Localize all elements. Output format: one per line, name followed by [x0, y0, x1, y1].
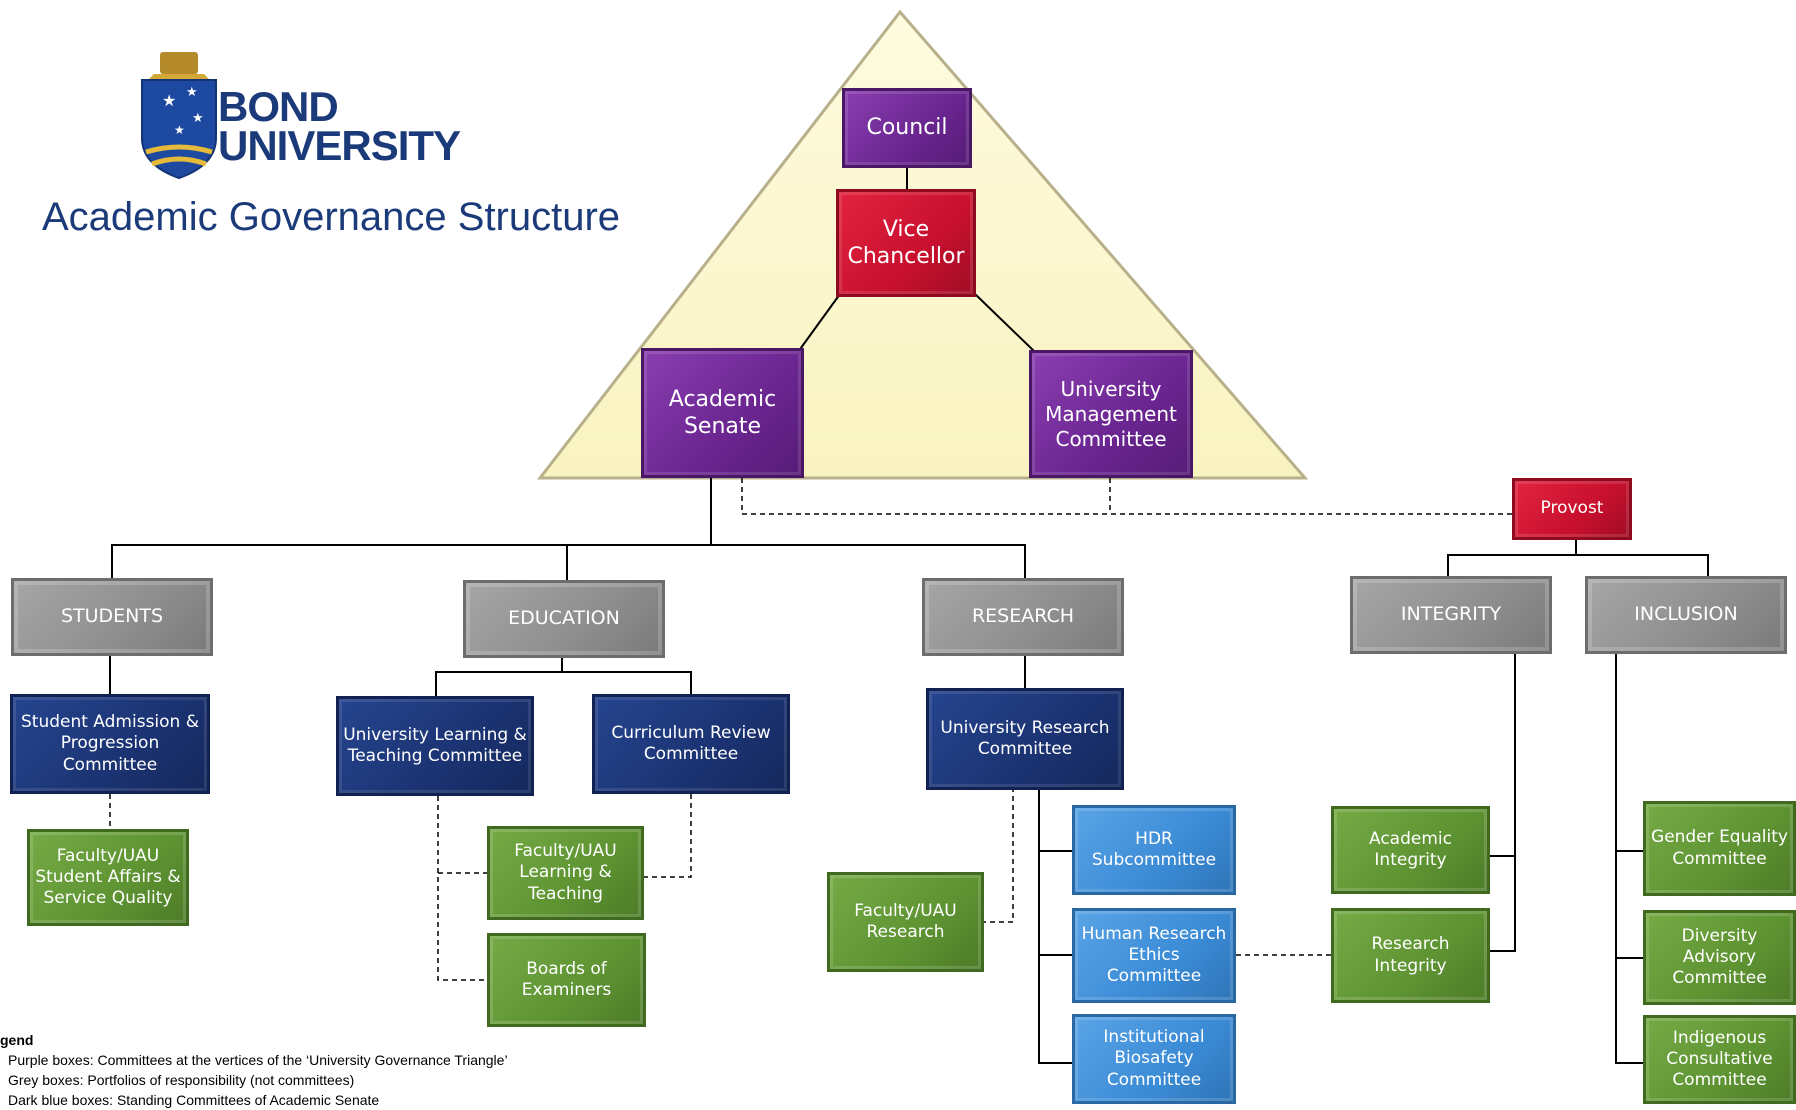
council-box: Council: [842, 88, 972, 168]
bond-crest-icon: ★ ★ ★ ★: [141, 52, 217, 180]
logo-line-university: UNIVERSITY: [218, 121, 461, 169]
svg-text:★: ★: [174, 123, 185, 137]
human-research-ethics-box: Human Research Ethics Committee: [1072, 908, 1236, 1003]
provost-box: Provost: [1512, 478, 1632, 540]
boards-of-examiners-box: Boards of Examiners: [487, 933, 646, 1027]
portfolio-education: EDUCATION: [463, 580, 665, 658]
student-admission-committee-box: Student Admission & Progression Committe…: [10, 694, 210, 794]
academic-integrity-box: Academic Integrity: [1331, 806, 1490, 894]
svg-text:★: ★: [186, 85, 198, 100]
portfolio-integrity: INTEGRITY: [1350, 576, 1552, 654]
vice-chancellor-box: Vice Chancellor: [836, 189, 976, 297]
legend-item-grey: Grey boxes: Portfolios of responsibility…: [8, 1072, 355, 1088]
research-committee-box: University Research Committee: [926, 688, 1124, 790]
gender-equality-committee-box: Gender Equality Committee: [1643, 801, 1796, 896]
biosafety-committee-box: Institutional Biosafety Committee: [1072, 1014, 1236, 1104]
portfolio-research: RESEARCH: [922, 578, 1124, 656]
legend-item-purple: Purple boxes: Committees at the vertices…: [8, 1052, 508, 1068]
academic-senate-box: Academic Senate: [641, 348, 804, 478]
research-integrity-box: Research Integrity: [1331, 908, 1490, 1003]
legend-item-dark-blue: Dark blue boxes: Standing Committees of …: [8, 1092, 380, 1108]
svg-text:★: ★: [192, 111, 204, 126]
page-title: Academic Governance Structure: [42, 195, 621, 239]
curriculum-review-committee-box: Curriculum Review Committee: [592, 694, 790, 794]
faculty-student-affairs-box: Faculty/UAU Student Affairs & Service Qu…: [27, 829, 189, 926]
faculty-research-box: Faculty/UAU Research: [827, 872, 984, 972]
indigenous-consultative-committee-box: Indigenous Consultative Committee: [1643, 1015, 1796, 1104]
dashed-connectors: [109, 478, 1512, 981]
legend-heading: gend: [0, 1032, 34, 1048]
bond-logo-text: BOND UNIVERSITY: [218, 83, 461, 169]
university-management-committee-box: University Management Committee: [1029, 350, 1193, 478]
logo-line-bond: BOND: [218, 83, 339, 130]
portfolio-inclusion: INCLUSION: [1585, 576, 1787, 654]
svg-text:★: ★: [162, 91, 176, 110]
learning-teaching-committee-box: University Learning & Teaching Committee: [336, 696, 534, 796]
faculty-learning-teaching-box: Faculty/UAU Learning & Teaching: [487, 826, 644, 920]
hdr-subcommittee-box: HDR Subcommittee: [1072, 805, 1236, 895]
portfolio-students: STUDENTS: [11, 578, 213, 656]
legend: gend Purple boxes: Committees at the ver…: [0, 1030, 508, 1110]
diversity-advisory-committee-box: Diversity Advisory Committee: [1643, 910, 1796, 1005]
